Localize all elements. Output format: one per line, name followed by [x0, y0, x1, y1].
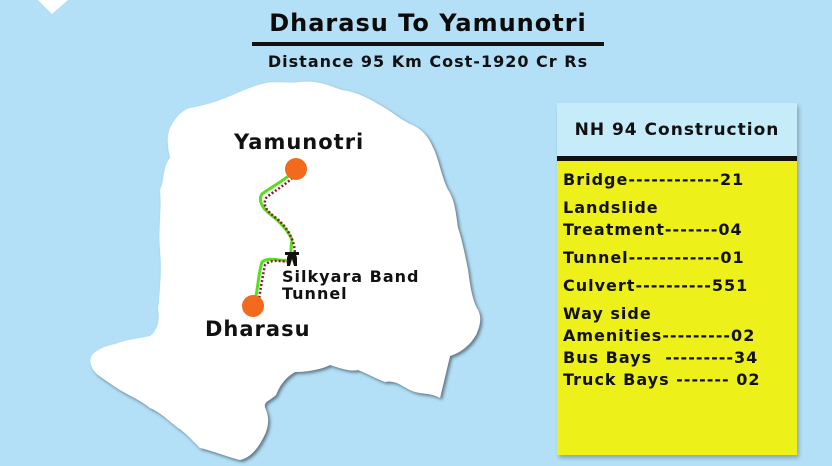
header: Dharasu To Yamunotri Distance 95 Km Cost…: [248, 8, 608, 71]
list-item: Treatment-------04: [563, 220, 743, 239]
location-marker-icon: [285, 158, 307, 180]
district-outline: [90, 81, 481, 461]
tunnel-label-line2: Tunnel: [282, 284, 348, 303]
page-title: Dharasu To Yamunotri: [269, 9, 587, 37]
list-item: Culvert----------551: [563, 276, 749, 295]
panel-list: Bridge------------21 Landslide Treatment…: [557, 161, 797, 455]
location-marker-icon: [242, 295, 264, 317]
tunnel-icon: [285, 252, 299, 266]
panel-title: NH 94 Construction: [557, 103, 797, 161]
place-label-yamunotri: Yamunotri: [234, 130, 365, 154]
list-item: Bus Bays ---------34: [563, 348, 759, 367]
construction-panel: NH 94 Construction Bridge------------21 …: [557, 103, 797, 455]
list-item: Amenities---------02: [563, 326, 756, 345]
list-item: Bridge------------21: [563, 170, 745, 189]
list-item: Landslide: [563, 198, 659, 217]
list-item: Tunnel------------01: [563, 248, 745, 267]
list-item: Way side: [563, 304, 652, 323]
place-label-dharasu: Dharasu: [205, 317, 311, 341]
land-fragment: [38, 0, 68, 14]
title-divider: [252, 42, 604, 46]
route-dotted: [256, 171, 299, 307]
list-item: Truck Bays ------- 02: [563, 370, 761, 389]
tunnel-label: Silkyara Band Tunnel: [282, 268, 419, 302]
tunnel-label-line1: Silkyara Band: [282, 267, 420, 286]
page-subtitle: Distance 95 Km Cost-1920 Cr Rs: [267, 52, 589, 71]
